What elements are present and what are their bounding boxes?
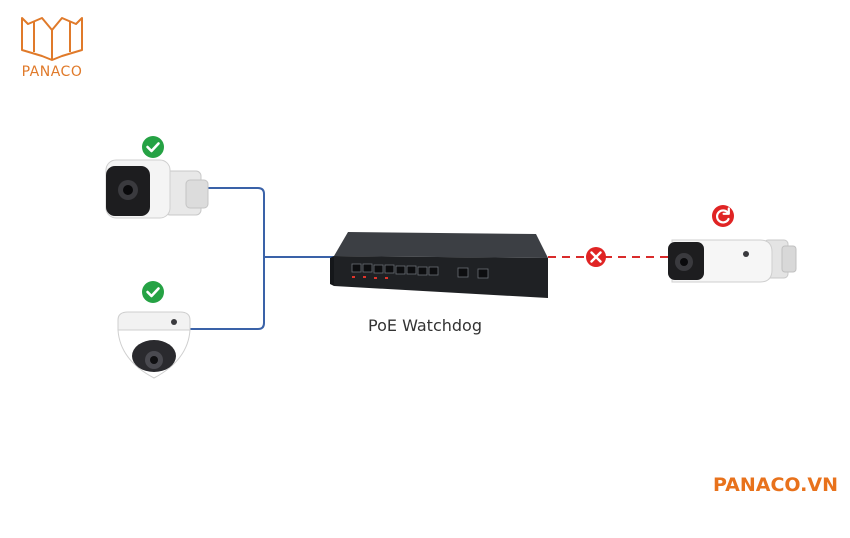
bullet-camera-right bbox=[668, 239, 797, 283]
x-circle-icon bbox=[586, 247, 606, 267]
switch-led-row bbox=[352, 276, 388, 279]
brand-logo-text: PANACO bbox=[21, 64, 83, 80]
website-url: PANACO.VN bbox=[713, 474, 838, 496]
open-book-icon bbox=[21, 17, 83, 61]
link-left-bullet-camera bbox=[190, 187, 265, 330]
restart-circle-icon bbox=[712, 205, 734, 227]
switch-label: PoE Watchdog bbox=[368, 316, 482, 335]
poe-switch bbox=[330, 232, 548, 298]
bullet-camera-left bbox=[105, 159, 209, 219]
check-circle-icon bbox=[142, 136, 164, 158]
switch-port-row bbox=[351, 263, 489, 279]
dome-camera bbox=[117, 311, 191, 379]
check-circle-icon bbox=[142, 281, 164, 303]
